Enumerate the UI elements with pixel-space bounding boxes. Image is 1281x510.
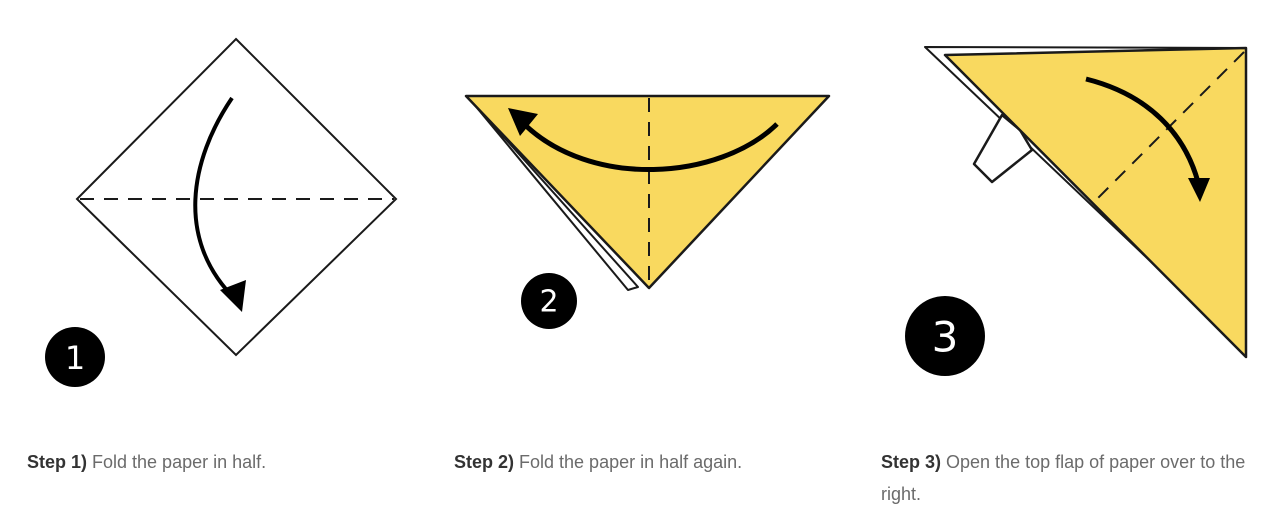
step-1-badge (45, 327, 105, 387)
step-3-caption: Step 3) Open the top flap of paper over … (881, 446, 1261, 510)
fold-arrow (1085, 76, 1201, 183)
step-1: 1 Step 1) Fold the paper in half. (0, 0, 430, 505)
fold-arrow-head (1188, 178, 1210, 202)
step-2-label: Step 2) (454, 452, 515, 472)
step-1-label: Step 1) (27, 452, 88, 472)
fold-arrow-head (220, 280, 246, 312)
step-3-badge-number: 3 (932, 313, 959, 362)
step-1-badge-number: 1 (65, 339, 85, 377)
step-3-text: Open the top flap of paper over to the r… (881, 452, 1246, 504)
fold-arrow (520, 120, 779, 172)
step-3-diagram: 3 (905, 46, 1248, 376)
step-3-label: Step 3) (881, 452, 942, 472)
paper-back-layer (467, 96, 639, 291)
step-2-caption: Step 2) Fold the paper in half again. (454, 446, 834, 478)
step-3: 3 Step 3) Open the top flap of paper ove… (860, 0, 1281, 505)
step-2: 2 Step 2) Fold the paper in half again. (430, 0, 860, 505)
step-2-text: Fold the paper in half again. (514, 452, 743, 472)
step-1-text: Fold the paper in half. (87, 452, 267, 472)
fold-arrow-head (508, 108, 538, 136)
fold-arrow (193, 96, 238, 302)
step-2-badge-number: 2 (539, 285, 558, 320)
paper-triangle (464, 94, 831, 290)
step-2-badge (521, 273, 577, 329)
paper-square (75, 37, 398, 357)
step-1-diagram: 1 (45, 37, 398, 387)
step-2-diagram: 2 (464, 94, 831, 329)
step-3-badge (905, 296, 985, 376)
step-1-caption: Step 1) Fold the paper in half. (27, 446, 407, 478)
